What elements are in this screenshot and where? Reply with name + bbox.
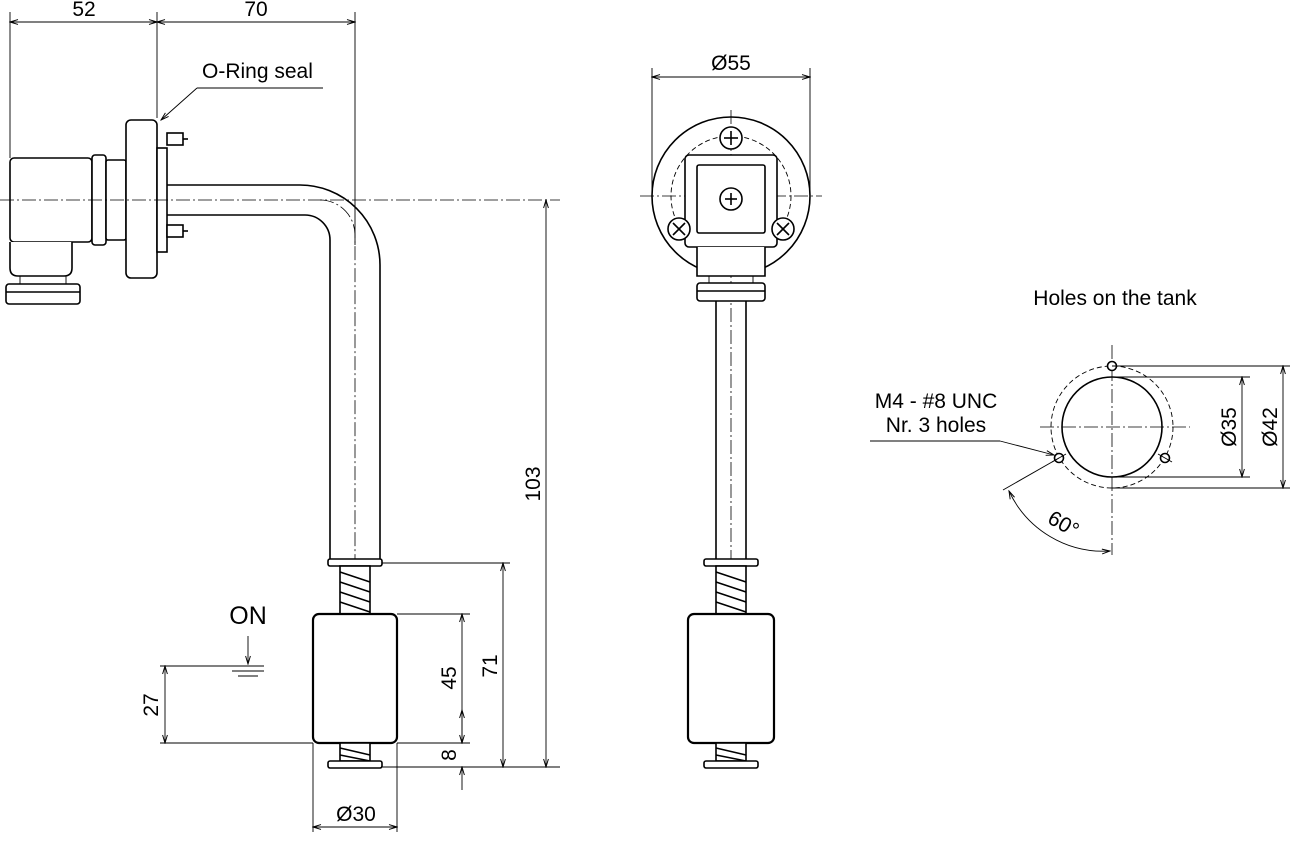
dim-103-label: 103 [522,466,545,501]
dimension-103: 103 [522,200,546,767]
dim-8-label: 8 [438,749,461,761]
hole-spec-line1: M4 - #8 UNC [875,390,998,413]
dim-d55-label: Ø55 [711,52,751,75]
lower-spring [339,742,371,762]
tank-holes-view: Holes on the tank Ø35 Ø42 M4 - #8 UNC Nr… [870,287,1290,555]
hole-spec-callout: M4 - #8 UNC Nr. 3 holes [870,390,1054,455]
dimension-float-diameter: Ø30 [313,743,397,832]
dim-71-label: 71 [479,654,502,677]
angle-60-dimension: 60° [1002,457,1110,551]
on-level-indicator: ON 27 [140,602,313,743]
left-mount-screw-icon [667,217,691,241]
dim-70-label: 70 [244,0,267,21]
dim-27-label: 27 [140,693,163,716]
top-stop-collar [327,558,383,567]
dimension-45: 45 [438,614,462,743]
oring-callout: O-Ring seal [161,60,323,120]
side-view: 52 70 O-Ring seal [0,0,560,832]
dimension-52: 52 [10,0,157,22]
flange-plate [125,119,188,279]
front-float-body [686,612,776,745]
front-knurled-nut [696,276,766,302]
dimension-71: 71 [479,563,503,767]
connector-housing [5,154,127,305]
on-label: ON [229,602,267,630]
dim-45-label: 45 [438,666,461,689]
holes-title: Holes on the tank [1033,287,1197,310]
top-mount-screw-icon [719,126,743,150]
oring-label: O-Ring seal [202,60,313,83]
dimension-hole-d42: Ø42 [1259,366,1283,488]
dim-60-label: 60° [1044,506,1083,542]
float-body [311,612,399,745]
dimension-hole-d35: Ø35 [1218,377,1242,477]
center-screw-icon [719,187,743,211]
dimension-flange-diameter: Ø55 [652,52,810,196]
right-mount-screw-icon [771,217,795,241]
dim-d35-label: Ø35 [1218,407,1241,447]
dimension-8: 8 [438,710,462,790]
dim-52-label: 52 [72,0,95,21]
dim-d42-label: Ø42 [1259,407,1282,447]
bent-tube [167,184,381,765]
dimension-70: 70 [157,0,355,22]
upper-spring [339,565,371,615]
hole-spec-line2: Nr. 3 holes [886,414,986,437]
front-view: Ø55 [640,52,822,770]
dim-d30-label: Ø30 [336,803,376,826]
bottom-stop-collar [327,760,383,769]
